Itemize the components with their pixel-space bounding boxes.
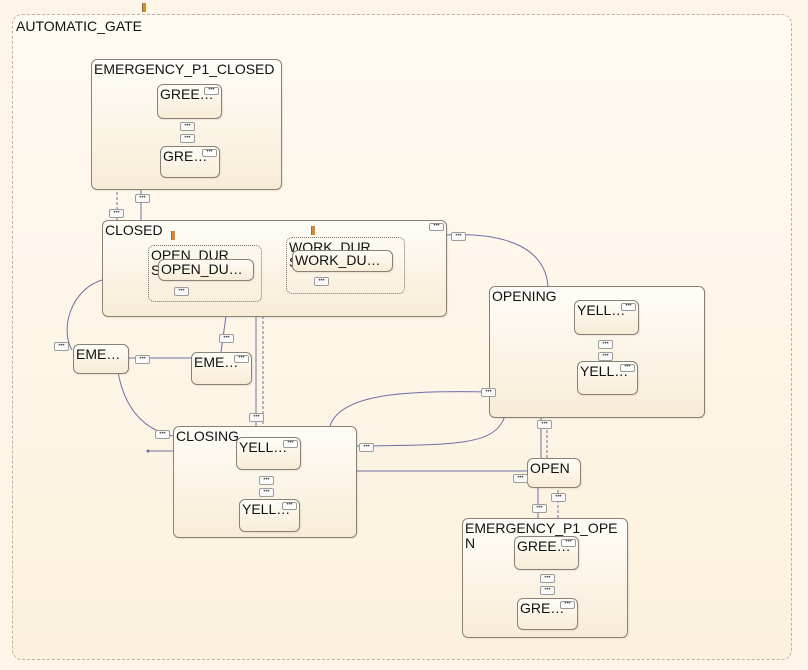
ellipsis-icon[interactable]: ••• <box>202 149 217 157</box>
transition-tag[interactable]: ••• <box>259 488 274 497</box>
state-label: EMERGENCY_P1_CLOSED <box>94 61 275 77</box>
state-label: YELL… <box>242 501 291 517</box>
state-emergency-open-child-1[interactable]: GREE… ••• <box>514 536 579 570</box>
ellipsis-icon[interactable]: ••• <box>560 601 575 609</box>
ellipsis-icon[interactable]: ••• <box>561 539 576 547</box>
state-label: WORK_DU… <box>295 252 381 268</box>
transition-tag[interactable]: ••• <box>54 342 69 351</box>
chart-title: AUTOMATIC_GATE <box>16 18 143 34</box>
state-emergency-open-child-2[interactable]: GRE… ••• <box>517 598 578 630</box>
state-label: YELL… <box>580 363 629 379</box>
state-closing-child-1[interactable]: YELL… ••• <box>236 437 301 470</box>
transition-tag[interactable]: ••• <box>540 574 555 583</box>
transition-tag[interactable]: ••• <box>155 430 170 439</box>
state-label: EME… <box>76 346 121 362</box>
ellipsis-icon[interactable]: ••• <box>234 355 249 363</box>
transition-closing-to-opening <box>329 391 490 427</box>
ellipsis-icon[interactable]: ••• <box>282 502 297 510</box>
state-label: YELL… <box>577 302 626 318</box>
ellipsis-icon[interactable]: ••• <box>620 364 635 372</box>
state-label: GREE… <box>517 538 571 554</box>
transition-tag[interactable]: ••• <box>135 194 150 203</box>
transition-tag[interactable]: ••• <box>314 277 329 286</box>
state-emergency-closed-child-2[interactable]: GRE… ••• <box>160 146 220 178</box>
state-work-du-child[interactable]: WORK_DU… <box>292 250 393 272</box>
transition-tag[interactable]: ••• <box>180 122 195 131</box>
transition-tag[interactable]: ••• <box>109 209 124 218</box>
state-emergency-closed-child-1[interactable]: GREE… ••• <box>157 84 222 119</box>
transition-tag[interactable]: ••• <box>135 355 150 364</box>
state-label: YELL… <box>239 439 288 455</box>
transition-closed-to-opening <box>445 234 549 287</box>
transition-tag[interactable]: ••• <box>513 474 528 483</box>
state-label: OPENING <box>492 288 557 304</box>
state-label: CLOSED <box>105 222 163 238</box>
ellipsis-icon[interactable]: ••• <box>429 223 444 231</box>
transition-tag[interactable]: ••• <box>174 287 189 296</box>
state-label: GREE… <box>160 86 214 102</box>
transition-tag[interactable]: ••• <box>532 504 547 513</box>
transition-tag[interactable]: ••• <box>540 586 555 595</box>
state-open[interactable]: OPEN <box>527 458 581 488</box>
flag-icon <box>171 231 175 240</box>
state-label: OPEN <box>530 460 570 476</box>
transition-eme-left-to-closing <box>117 371 174 437</box>
transition-tag[interactable]: ••• <box>180 134 195 143</box>
chart-flag-icon <box>142 3 146 12</box>
ellipsis-icon[interactable]: ••• <box>621 303 636 311</box>
state-label: EMERGENCY_P1_OPEN <box>465 520 618 551</box>
transition-opening-to-closing <box>355 415 506 447</box>
state-eme-mid[interactable]: EME… ••• <box>191 352 252 385</box>
transition-closed-to-eme-left <box>66 279 103 351</box>
transition-tag[interactable]: ••• <box>598 352 613 361</box>
transition-tag[interactable]: ••• <box>219 334 234 343</box>
ellipsis-icon[interactable]: ••• <box>283 440 298 448</box>
state-eme-left[interactable]: EME… <box>73 344 129 374</box>
transition-tag[interactable]: ••• <box>249 413 264 422</box>
state-label: CLOSING <box>176 428 240 444</box>
state-closing-child-2[interactable]: YELL… ••• <box>239 499 300 532</box>
state-label: GRE… <box>163 148 208 164</box>
state-label: OPEN_DU… <box>161 261 243 277</box>
transition-tag[interactable]: ••• <box>259 476 274 485</box>
flag-icon <box>311 226 315 235</box>
transition-tag[interactable]: ••• <box>451 232 466 241</box>
state-label: EME… <box>194 354 239 370</box>
transition-tag[interactable]: ••• <box>359 443 374 452</box>
transition-tag[interactable]: ••• <box>481 388 496 397</box>
state-label: GRE… <box>520 600 565 616</box>
transition-tag[interactable]: ••• <box>537 420 552 429</box>
state-opening-child-1[interactable]: YELL… ••• <box>574 300 639 335</box>
transition-tag[interactable]: ••• <box>598 340 613 349</box>
state-opening-child-2[interactable]: YELL… ••• <box>577 361 638 395</box>
state-open-du-child[interactable]: OPEN_DU… <box>158 259 254 281</box>
ellipsis-icon[interactable]: ••• <box>204 87 219 95</box>
transition-tag[interactable]: ••• <box>551 493 566 502</box>
